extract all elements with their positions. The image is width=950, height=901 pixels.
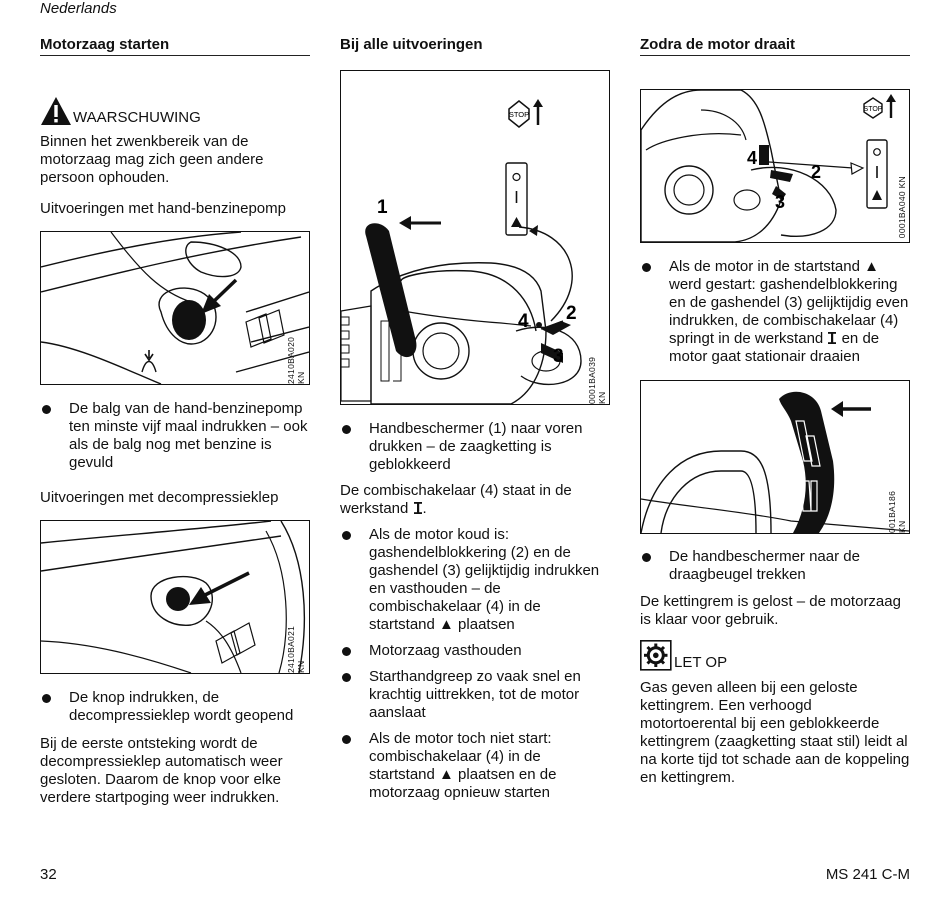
model-name: MS 241 C-M (825, 866, 910, 883)
figure-decompression-valve: 2410BA021 KN (40, 520, 310, 674)
stop-label: STOP (509, 110, 529, 119)
work-position-icon (413, 502, 422, 514)
callout-4: 4 (747, 148, 757, 168)
section-heading: Zodra de motor draait (640, 36, 910, 56)
column-right: Zodra de motor draait STOP 4 2 3 (640, 36, 910, 787)
bullet-list: Als de motor koud is: gashendelblokkerin… (340, 526, 610, 802)
warning-text: Binnen het zwenkbereik van de motorzaag … (40, 133, 264, 186)
work-position-icon (828, 332, 837, 344)
figure-code: 0001BA039 KN (587, 356, 607, 404)
subheading-pump: Uitvoeringen met hand-benzinepomp (40, 200, 286, 217)
list-item: De handbeschermer naar de draagbeugel tr… (640, 548, 910, 584)
list-item: De balg van de hand-benzinepomp ten mins… (40, 400, 310, 472)
fuel-pump-illustration (41, 232, 309, 384)
figure-start-position: STOP 1 2 3 (340, 70, 610, 405)
note-box: LET OP (640, 640, 910, 671)
bullet-list: De knop indrukken, de decompressieklep w… (40, 689, 310, 725)
callout-2: 2 (811, 162, 821, 182)
column-middle: Bij alle uitvoeringen STOP (340, 36, 610, 802)
bullet-list: Als de motor in de startstand ▲ werd ges… (640, 258, 910, 366)
paragraph-end: . (422, 500, 427, 517)
page-number: 32 (40, 866, 57, 883)
callout-3: 3 (775, 192, 785, 212)
list-item: Als de motor koud is: gashendelblokkerin… (340, 526, 610, 634)
gear-icon (640, 640, 672, 671)
list-item: Als de motor toch niet start: combischak… (340, 730, 610, 802)
list-item: Starthandgreep zo vaak snel en krachtig … (340, 668, 610, 722)
warning-icon (41, 97, 71, 125)
paragraph-text: De combischakelaar (4) staat in de werks… (340, 482, 572, 517)
figure-code: 2410BA021 KN (286, 625, 306, 673)
list-item: De knop indrukken, de decompressieklep w… (40, 689, 310, 725)
paragraph: Bij de eerste ontsteking wordt de decomp… (40, 735, 283, 806)
figure-hand-guard: 001BA186 KN (640, 380, 910, 534)
note-text: Gas geven alleen bij een geloste ketting… (640, 679, 910, 786)
callout-2: 2 (566, 303, 577, 324)
bullet-list: Handbeschermer (1) naar voren drukken – … (340, 420, 610, 474)
callout-1: 1 (377, 197, 388, 218)
bullet-list: De balg van de hand-benzinepomp ten mins… (40, 400, 310, 472)
callout-3: 3 (553, 346, 564, 367)
stop-icon (863, 97, 883, 119)
language-label: Nederlands (40, 0, 117, 17)
list-item-text: Als de motor in de startstand ▲ werd ges… (669, 258, 909, 347)
section-heading: Bij alle uitvoeringen (340, 36, 483, 53)
paragraph: De kettingrem is gelost – de motorzaag i… (640, 593, 901, 628)
chainsaw-illustration: STOP 1 2 3 (341, 99, 582, 404)
figure-code: 2410BA020 KN (286, 336, 306, 384)
paragraph: De combischakelaar (4) staat in de werks… (340, 482, 610, 518)
warning-label: WAARSCHUWING (73, 109, 201, 126)
list-item: Motorzaag vasthouden (340, 642, 610, 660)
callout-4: 4 (518, 311, 529, 332)
section-heading: Motorzaag starten (40, 36, 310, 56)
warning-box: WAARSCHUWING (40, 96, 310, 126)
subheading-decompression: Uitvoeringen met decompressieklep (40, 489, 279, 506)
list-item-text-end: en de motor gaat stationair draaien (669, 330, 880, 365)
stop-icon (508, 100, 530, 128)
figure-engine-running: STOP 4 2 3 0001BA040 KN (640, 89, 910, 243)
list-item: Als de motor in de startstand ▲ werd ges… (640, 258, 910, 366)
note-label: LET OP (674, 654, 728, 671)
column-left: Motorzaag starten WAARSCHUWING Binnen he… (40, 36, 310, 807)
chainsaw-detail-illustration: STOP 4 2 3 (641, 90, 896, 242)
figure-code: 0001BA040 KN (897, 176, 907, 239)
decompression-illustration (41, 521, 305, 673)
figure-fuel-pump: 2410BA020 KN (40, 231, 310, 385)
stop-label: STOP (864, 106, 883, 113)
figure-code: 001BA186 KN (887, 490, 907, 533)
list-item: Handbeschermer (1) naar voren drukken – … (340, 420, 610, 474)
bullet-list: De handbeschermer naar de draagbeugel tr… (640, 548, 910, 584)
hand-guard-illustration (641, 391, 909, 533)
